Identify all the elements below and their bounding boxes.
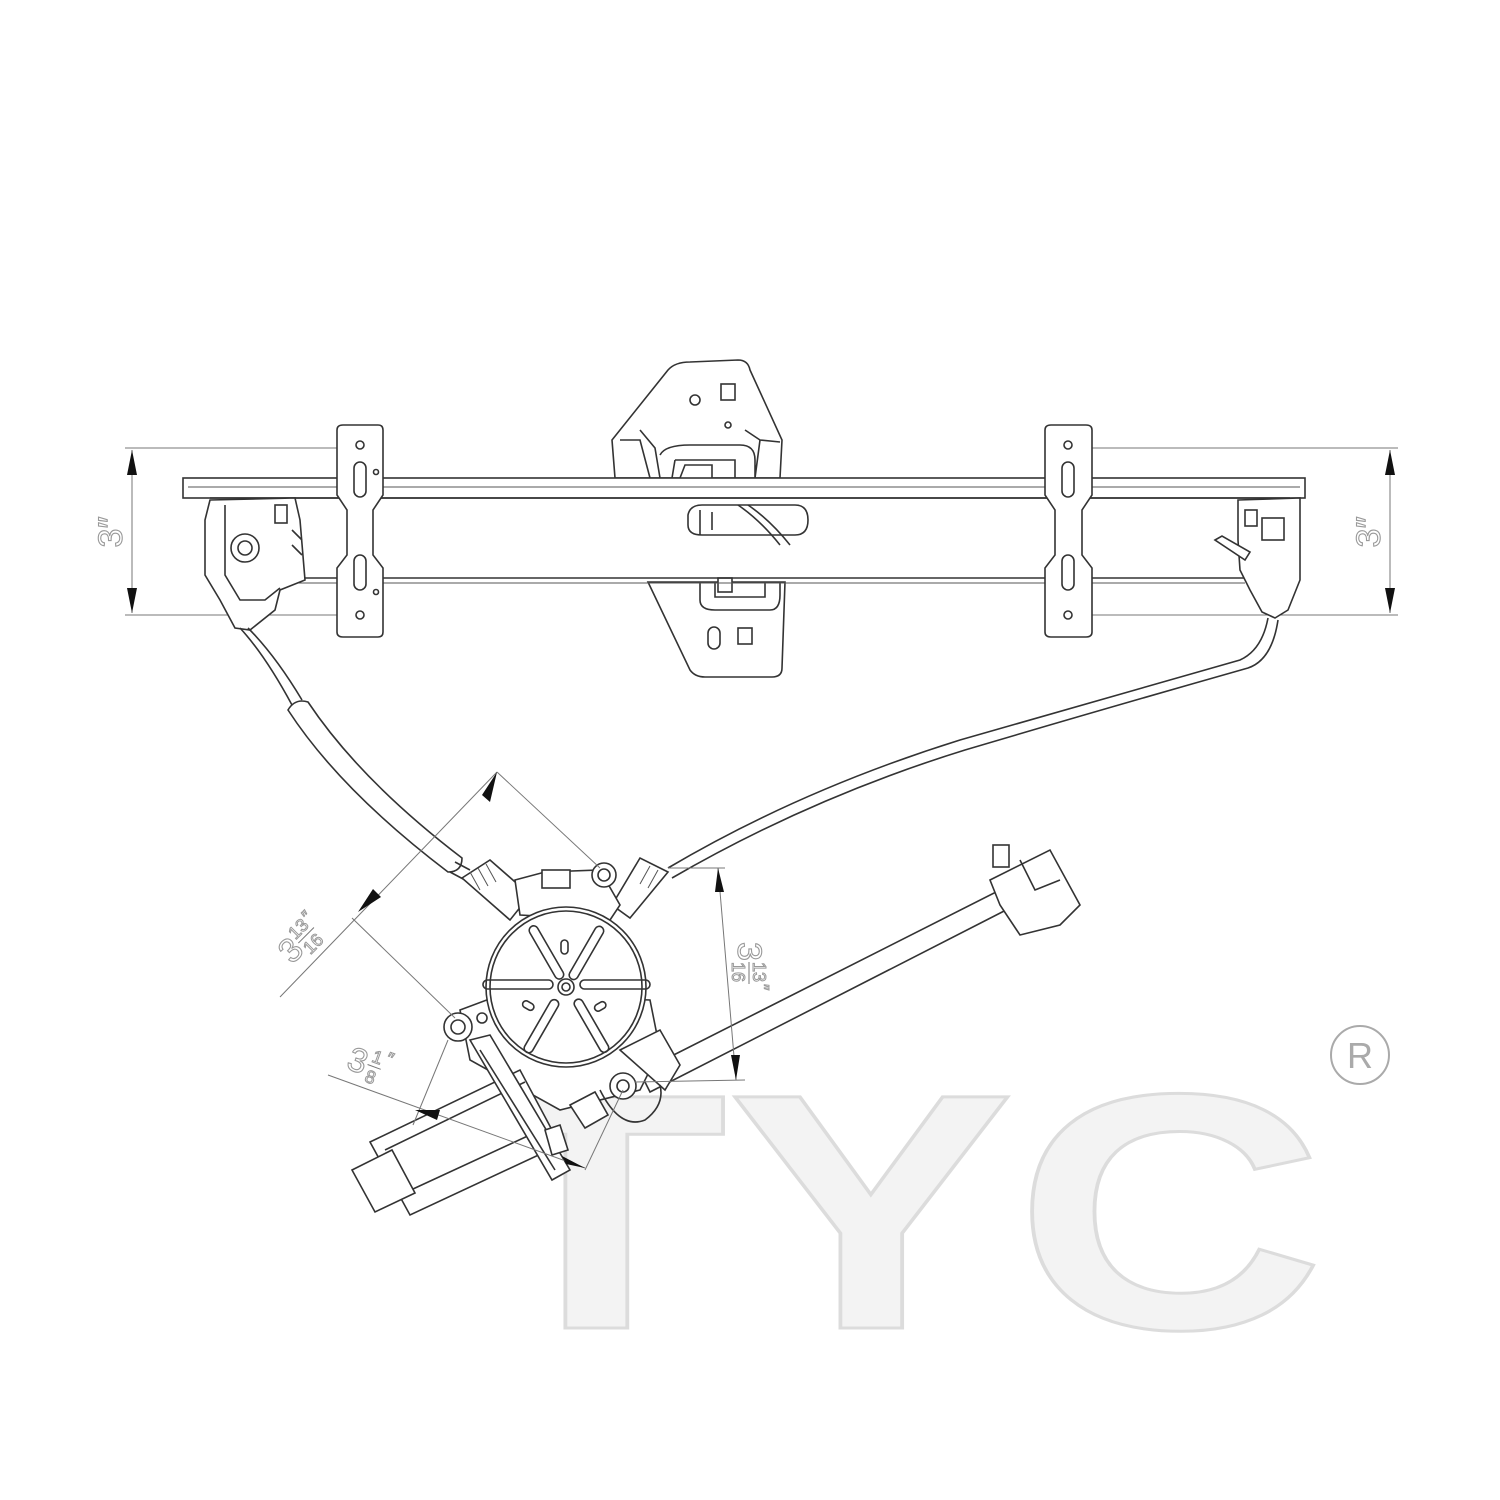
height-dimension-right: 3″: [1090, 447, 1398, 616]
height-dimension-left: 3″: [91, 447, 345, 616]
vertical-dimension: 3 13 16 ″: [634, 867, 773, 1083]
registered-mark-circle: [1330, 1025, 1390, 1085]
right-height-label: 3″: [1350, 517, 1388, 548]
svg-text:1: 1: [369, 1046, 385, 1068]
right-pulley-housing: [1213, 497, 1301, 619]
svg-text:″: ″: [384, 1048, 397, 1069]
diagonal-dimension: 3 13 16 ″: [270, 771, 601, 1019]
cable-left: [239, 627, 471, 881]
svg-text:3: 3: [730, 942, 768, 961]
registered-mark: R: [1347, 1035, 1373, 1076]
drum-spokes: [482, 925, 651, 1054]
motor-housing-dimension-label: 3 1 8 ″: [342, 1039, 398, 1089]
left-height-label: 3″: [92, 517, 130, 548]
guide-rail: [182, 477, 1306, 584]
svg-text:8: 8: [362, 1066, 378, 1088]
mounting-bracket-left: [336, 424, 384, 638]
left-pulley-housing: [204, 497, 306, 631]
cable-right: [667, 617, 1279, 879]
diagonal-dimension-label: 3 13 16 ″: [270, 906, 328, 971]
svg-text:″: ″: [752, 984, 772, 991]
mounting-bracket-right: [1044, 424, 1093, 638]
svg-text:13: 13: [749, 962, 769, 982]
svg-text:16: 16: [728, 962, 748, 982]
vertical-dimension-label: 3 13 16 ″: [728, 941, 773, 991]
